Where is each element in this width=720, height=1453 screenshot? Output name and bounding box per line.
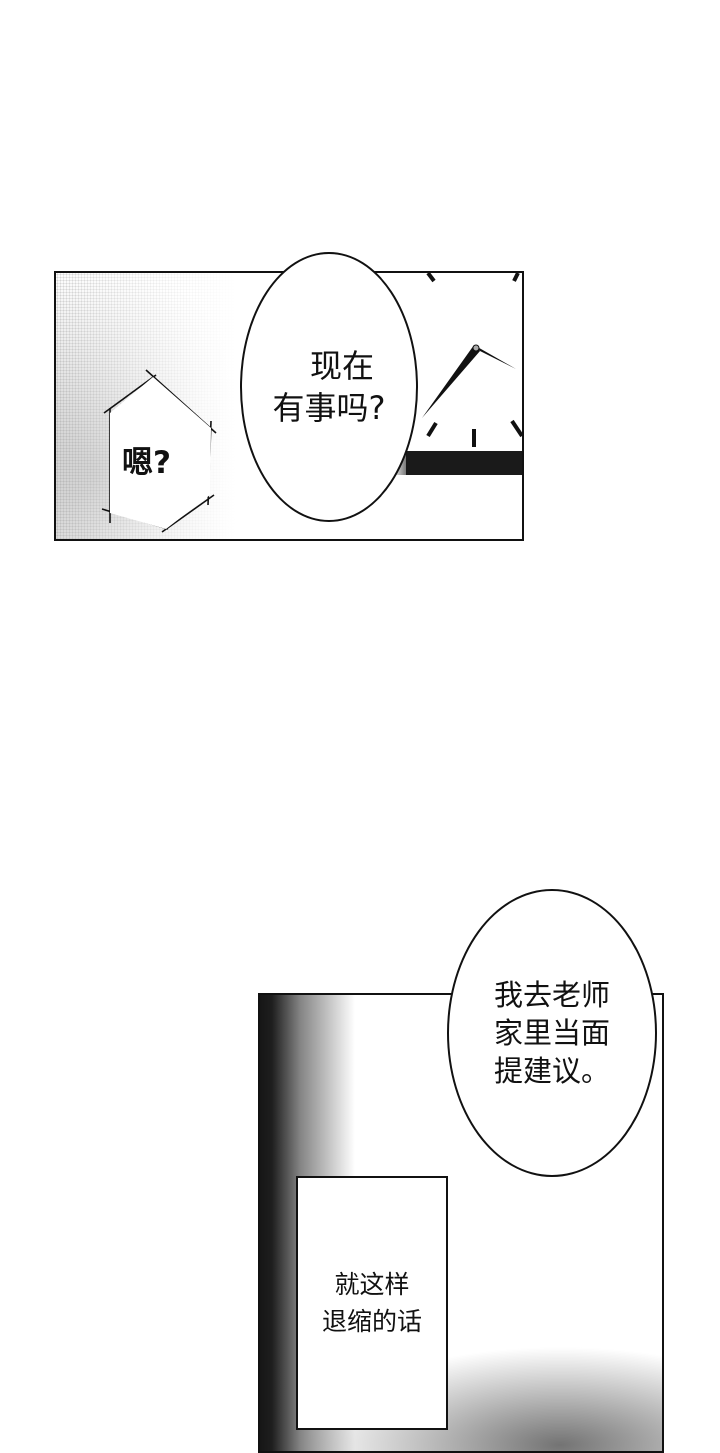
speech-bubble-proposal: 我去老师 家里当面 提建议。 xyxy=(447,889,657,1177)
speech-text: 我去老师 家里当面 提建议。 xyxy=(494,976,610,1090)
narration-line-1: 就这样 xyxy=(334,1270,410,1299)
narration-box: 就这样 退缩的话 xyxy=(296,1176,448,1430)
speech-line-1: 现在 xyxy=(309,347,374,385)
narration-line-2: 退缩的话 xyxy=(321,1307,422,1336)
speech-line-3: 提建议。 xyxy=(493,1054,610,1088)
narration-text: 就这样 退缩的话 xyxy=(322,1266,422,1340)
hexagon-bubble-outline xyxy=(101,369,217,533)
speech-text: 现在 有事吗? xyxy=(273,345,386,429)
speech-line-1: 我去老师 xyxy=(493,978,610,1012)
speech-line-2: 有事吗? xyxy=(272,389,386,427)
hexagon-bubble-text: 嗯? xyxy=(122,445,171,481)
clock-icon xyxy=(422,273,522,447)
clock-base-bar xyxy=(406,451,522,475)
speech-line-2: 家里当面 xyxy=(493,1016,610,1050)
speech-bubble-now-busy: 现在 有事吗? xyxy=(240,252,418,522)
